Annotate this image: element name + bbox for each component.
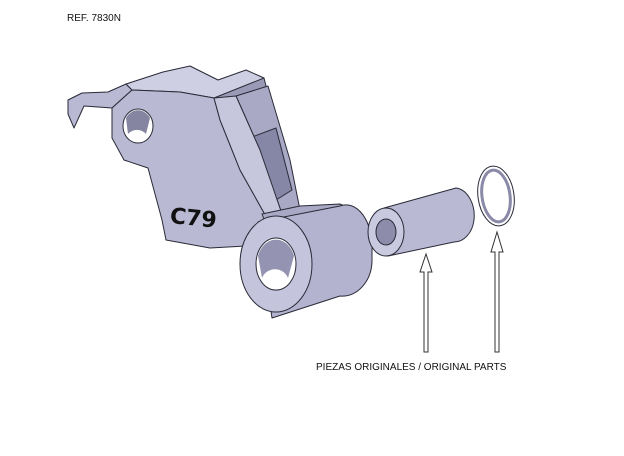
- arrow-to-pin: [419, 252, 433, 353]
- part-marking-text: C79: [169, 204, 218, 234]
- pin-sleeve-bore: [375, 218, 397, 246]
- bracket-hole-inner: [126, 110, 150, 134]
- retaining-ring: [477, 165, 515, 227]
- large-bushing-bore-shade: [258, 239, 294, 278]
- reference-label: REF. 7830N: [67, 13, 121, 24]
- retaining-ring-inner: [480, 168, 512, 224]
- pin-sleeve-body: [383, 187, 475, 257]
- arrow-to-ring: [490, 230, 504, 353]
- caption-label: PIEZAS ORIGINALES / ORIGINAL PARTS: [316, 362, 507, 373]
- pointer-arrows: [419, 230, 504, 353]
